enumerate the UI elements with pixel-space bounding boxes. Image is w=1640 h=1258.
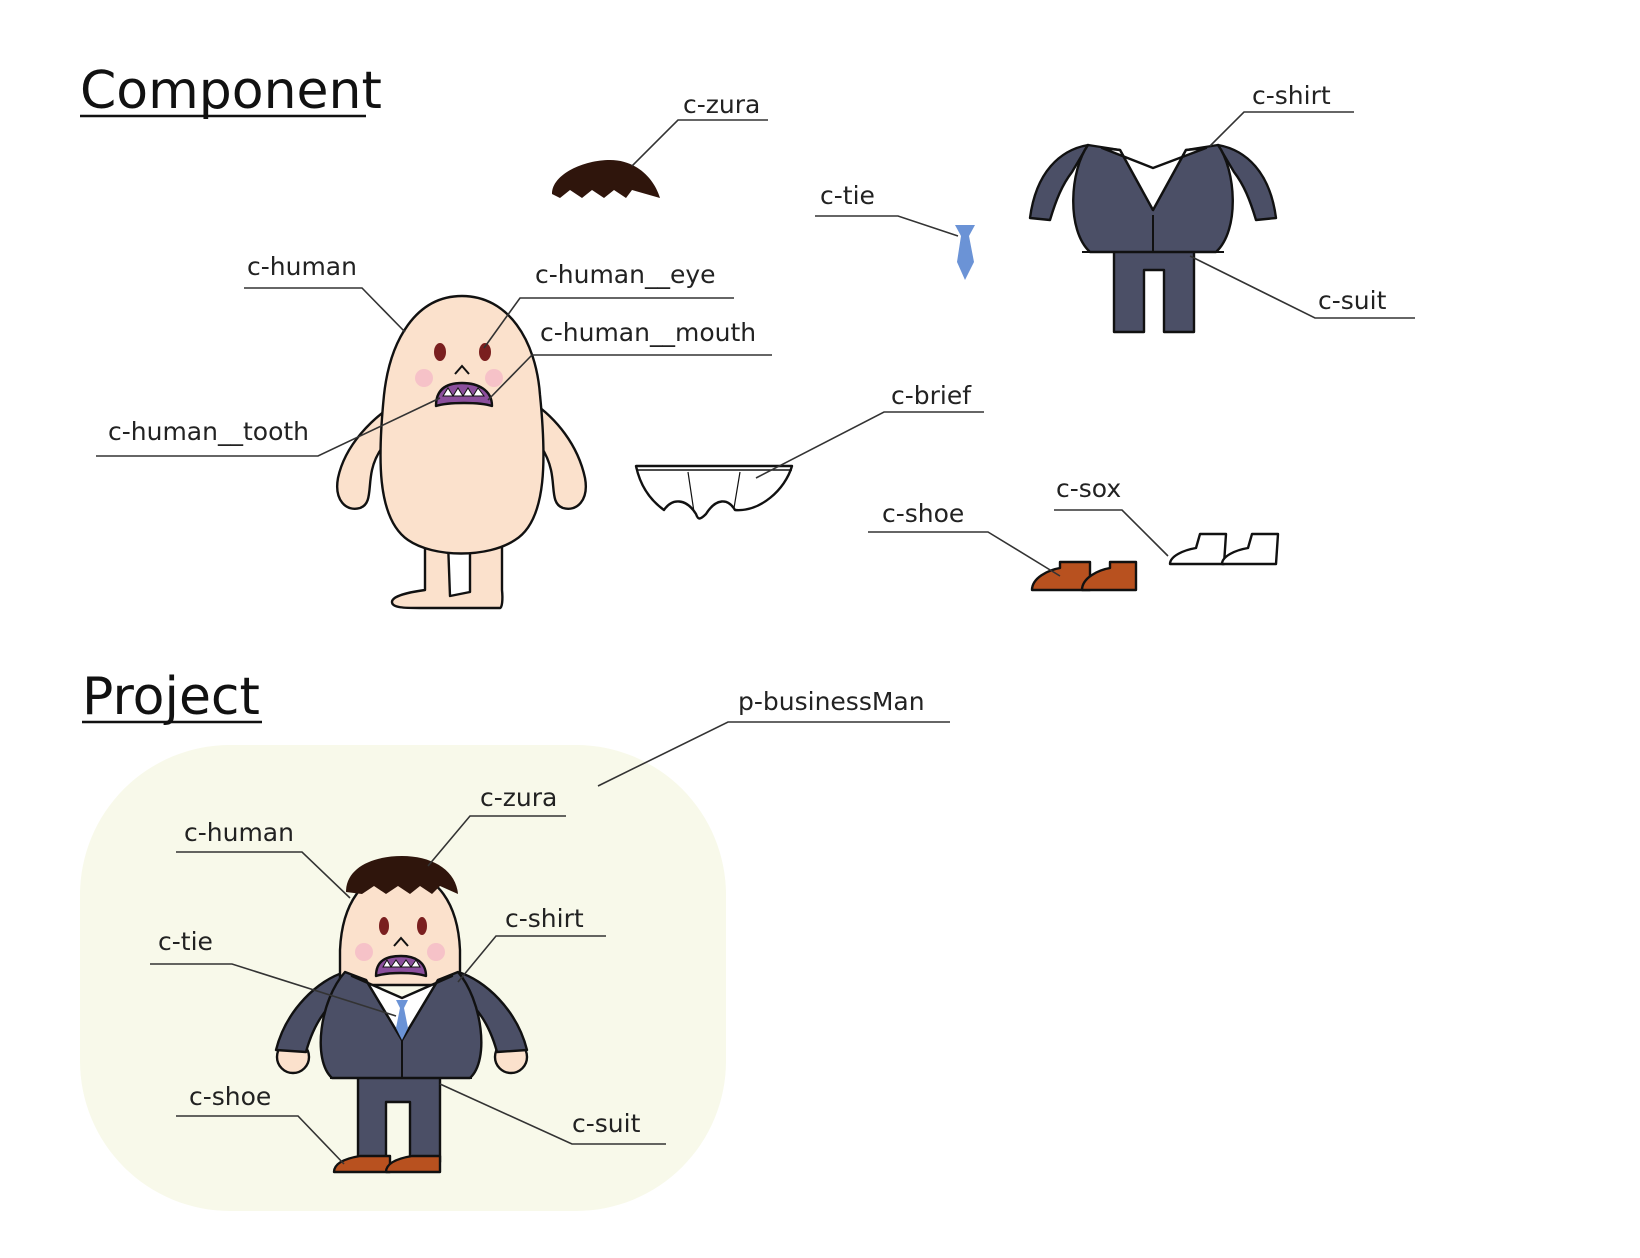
label-bm-suit: c-suit xyxy=(572,1109,641,1138)
zura-leader xyxy=(631,119,768,167)
brief-leader xyxy=(755,411,984,479)
label-human-eye: c-human__eye xyxy=(535,260,716,289)
project-heading: Project xyxy=(82,667,260,727)
human-eye-right xyxy=(479,343,491,361)
brief-component xyxy=(634,464,794,520)
human-tooth-leader xyxy=(96,397,441,457)
human-cheek-left xyxy=(415,369,433,387)
shirt-component xyxy=(1100,146,1208,212)
tie-leader xyxy=(815,215,959,237)
bm-human-leader xyxy=(176,851,351,899)
suit-component xyxy=(1028,143,1278,334)
suit-left-sleeve xyxy=(1028,143,1090,222)
component-heading: Component xyxy=(80,61,382,121)
human-nose xyxy=(454,364,470,375)
human-eye-left xyxy=(434,343,446,361)
label-bm-tie: c-tie xyxy=(158,927,213,956)
bm-shoe-left xyxy=(332,1154,392,1174)
zura-component xyxy=(552,160,660,198)
bm-tie-leader xyxy=(150,963,397,1017)
shoe-right xyxy=(1080,560,1138,592)
human-tooth xyxy=(442,387,485,397)
bm-zura-leader xyxy=(427,815,566,867)
shirt-leader xyxy=(1209,111,1354,147)
label-bm-shirt: c-shirt xyxy=(505,904,584,933)
label-human: c-human xyxy=(247,252,357,281)
label-human-mouth: c-human__mouth xyxy=(540,318,756,347)
suit-jacket xyxy=(1072,143,1234,254)
label-bm-zura: c-zura xyxy=(480,783,557,812)
label-zura: c-zura xyxy=(683,90,760,119)
sox-leader xyxy=(1054,509,1169,557)
bm-eye-left xyxy=(379,917,389,935)
shoe-leader xyxy=(868,531,1061,577)
brief-seams xyxy=(687,471,741,513)
suit-right-sleeve xyxy=(1216,143,1278,222)
bm-shoe-leader xyxy=(176,1115,345,1165)
human-body xyxy=(379,294,545,555)
bm-jacket xyxy=(319,970,483,1080)
tie-component xyxy=(955,225,975,280)
bm-shirt-leader xyxy=(457,935,606,983)
bm-tie xyxy=(396,1000,408,1040)
bm-cheek-left xyxy=(355,943,373,961)
label-brief: c-brief xyxy=(891,381,972,410)
shoe-component xyxy=(1030,560,1138,592)
bm-shoe-right xyxy=(384,1154,442,1174)
label-bm-human: c-human xyxy=(184,818,294,847)
brief-shape xyxy=(634,464,794,520)
sox-component xyxy=(1168,532,1280,566)
bm-suit-leader xyxy=(439,1083,666,1145)
label-shoe: c-shoe xyxy=(882,499,964,528)
business-man-leader xyxy=(597,721,950,787)
label-sox: c-sox xyxy=(1056,474,1121,503)
human-mouth-leader xyxy=(487,354,772,401)
suit-pants xyxy=(1112,248,1196,334)
label-shirt: c-shirt xyxy=(1252,81,1331,110)
bm-zura xyxy=(346,856,458,894)
human-leader xyxy=(244,287,406,333)
label-tie: c-tie xyxy=(820,181,875,210)
shoe-left xyxy=(1030,560,1092,592)
suit-leader xyxy=(1189,255,1415,319)
bm-nose xyxy=(393,936,409,947)
human-component xyxy=(336,294,587,610)
human-cheek-right xyxy=(485,369,503,387)
label-suit: c-suit xyxy=(1318,286,1387,315)
label-bm-shoe: c-shoe xyxy=(189,1082,271,1111)
human-eye-leader xyxy=(483,297,734,349)
bm-mouth xyxy=(374,954,428,978)
sox-right xyxy=(1220,532,1280,566)
bm-eye-right xyxy=(417,917,427,935)
bm-cheek-right xyxy=(427,943,445,961)
label-human-tooth: c-human__tooth xyxy=(108,417,309,446)
bm-tooth xyxy=(382,958,421,968)
business-man xyxy=(274,856,529,1174)
sox-left xyxy=(1168,532,1228,566)
label-business-man: p-businessMan xyxy=(738,687,925,716)
